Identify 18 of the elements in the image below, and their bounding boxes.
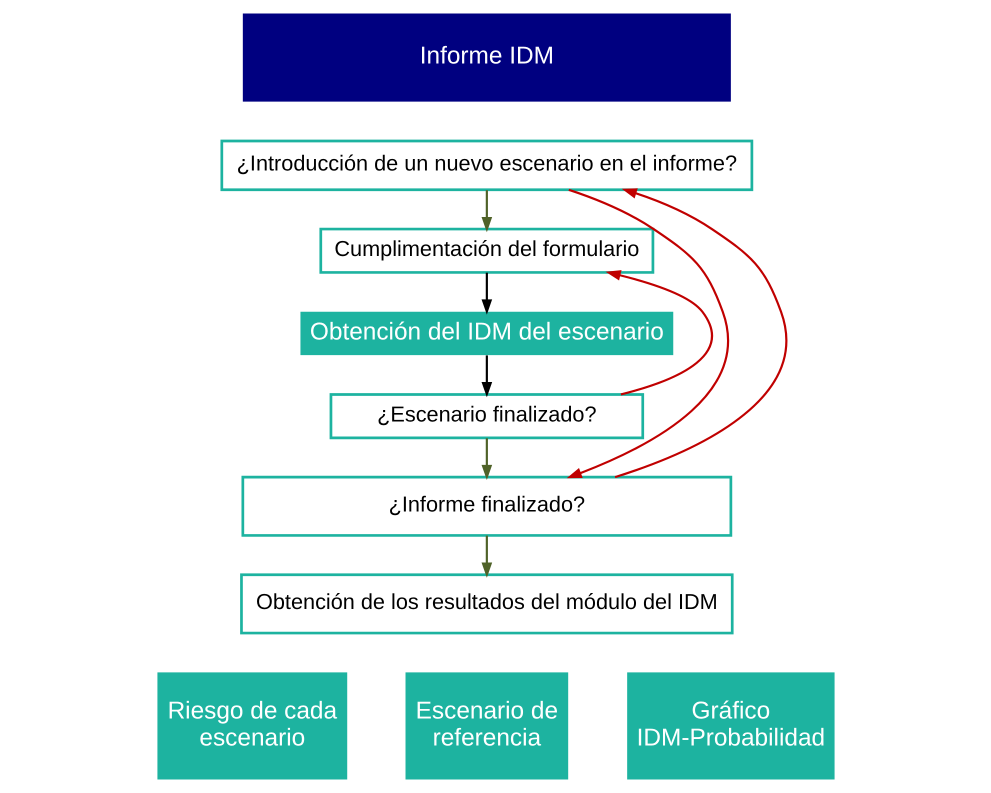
node-box: Informe IDM (242, 14, 730, 102)
node-box: Obtención del IDM del escenario (300, 312, 673, 356)
node-box: Gráfico IDM-Probabilidad (626, 672, 834, 780)
node-box: ¿Introducción de un nuevo escenario en el informe? (220, 140, 753, 192)
arrow (481, 536, 492, 578)
arrow (566, 188, 728, 478)
node-box: ¿Escenario finalizado? (329, 393, 644, 440)
node-box: Riesgo de cada escenario (156, 672, 347, 780)
arrow (481, 438, 492, 480)
arrow (481, 272, 492, 315)
arrow (481, 355, 492, 398)
arrow (481, 190, 492, 232)
arrow (614, 188, 786, 478)
node-box: Cumplimentación del formulario (318, 228, 654, 274)
node-box: Escenario de referencia (405, 672, 568, 780)
node-box: Obtención de los resultados del módulo del IDM (240, 573, 734, 634)
node-box: ¿Informe finalizado? (240, 476, 732, 537)
arrow (605, 270, 712, 396)
